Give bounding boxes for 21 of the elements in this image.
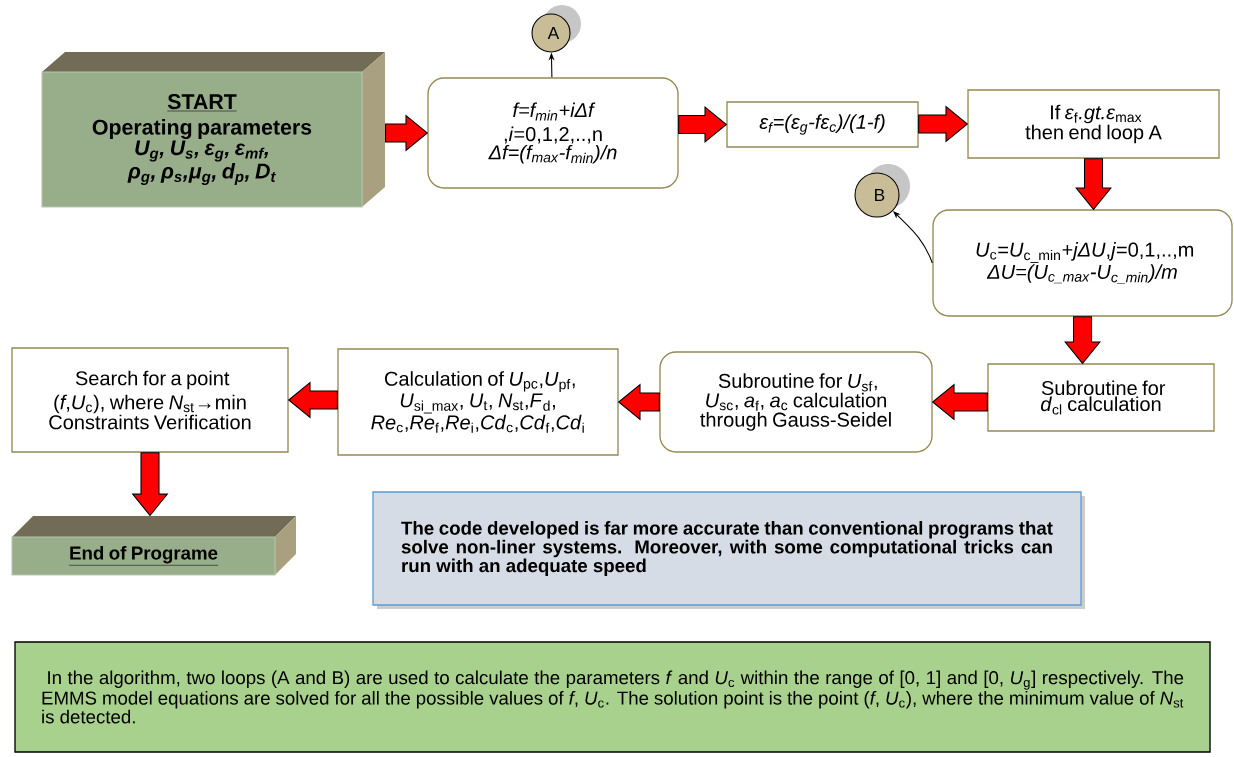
block-arrow [678,106,728,143]
note-box: The code developed is far more accurate than conventional programs that solve non-liner systems. Moreover, with some computational tricks can run with an adequate speed [372,491,1085,609]
start-block: START Operating parameters U$_{g}$, U$_{s}$, ε$_{g}$, ε$_{mf}$, ρ$_{g}$, ρ$_{s}$,μ$_{g}$, d$_{p}$, D$_{t}$ [41,52,385,208]
decision-box: If ε$_{f}$.gt.ε$_{max}$ then end loop A [967,89,1220,159]
block-arrow [617,383,660,421]
block-arrow [287,381,338,419]
process-box: f=f$_{min}$+iΔf ,i=0,1,2,..,n Δf=(f$_{max}$-f$_{min}$)/n [427,77,679,189]
note-box: In the algorithm, two loops (A and B) are used to calculate the parameters f and U$_{c}$ within the range of [0, 1] and [0, U$_{g}$] respectively. The EMMS model equations are solved for all the possible values of f, U$_{c}$. The solution point is the point (f, U$_{c}$), where the minimum value of N$_{st}$ is detected. [14,641,1211,753]
process-box: U$_{c}$=U$_{c_min}$+jΔU,j=0,1,..,m ΔU=(U$_{c_max}$-U$_{c_min}$)/m [932,209,1233,317]
process-box: Subroutine for U$_{sf}$, U$_{sc}$, a$_{f}$, a$_{c}$ calculation through Gauss-Seidel [659,351,933,453]
process-box: Subroutine for d$_{cl}$ calculation [987,363,1215,432]
block-arrow [931,383,988,421]
block-arrow [918,105,969,143]
end-block: End of Programe [11,516,296,576]
block-arrow [1064,316,1101,365]
block-arrow [131,452,169,517]
process-box: Search for a point (f,U$_{c}$), where N$_{st}$→min Constraints Verification [11,347,289,453]
process-box: Calculation of U$_{pc}$,U$_{pf}$, U$_{si_max}$, U$_{t}$, N$_{st}$,F$_{d}$, Re$_{c}$,Re$_{f}$,Re$_{i}$,Cd$_{c}$,Cd$_{f}$,Cd$_{i}$ [337,348,619,456]
process-box: ε$_{f}$=(ε$_{g}$-fε$_{c}$)/(1-f) [726,101,919,148]
block-arrow [385,114,429,152]
block-arrow [1075,158,1112,211]
